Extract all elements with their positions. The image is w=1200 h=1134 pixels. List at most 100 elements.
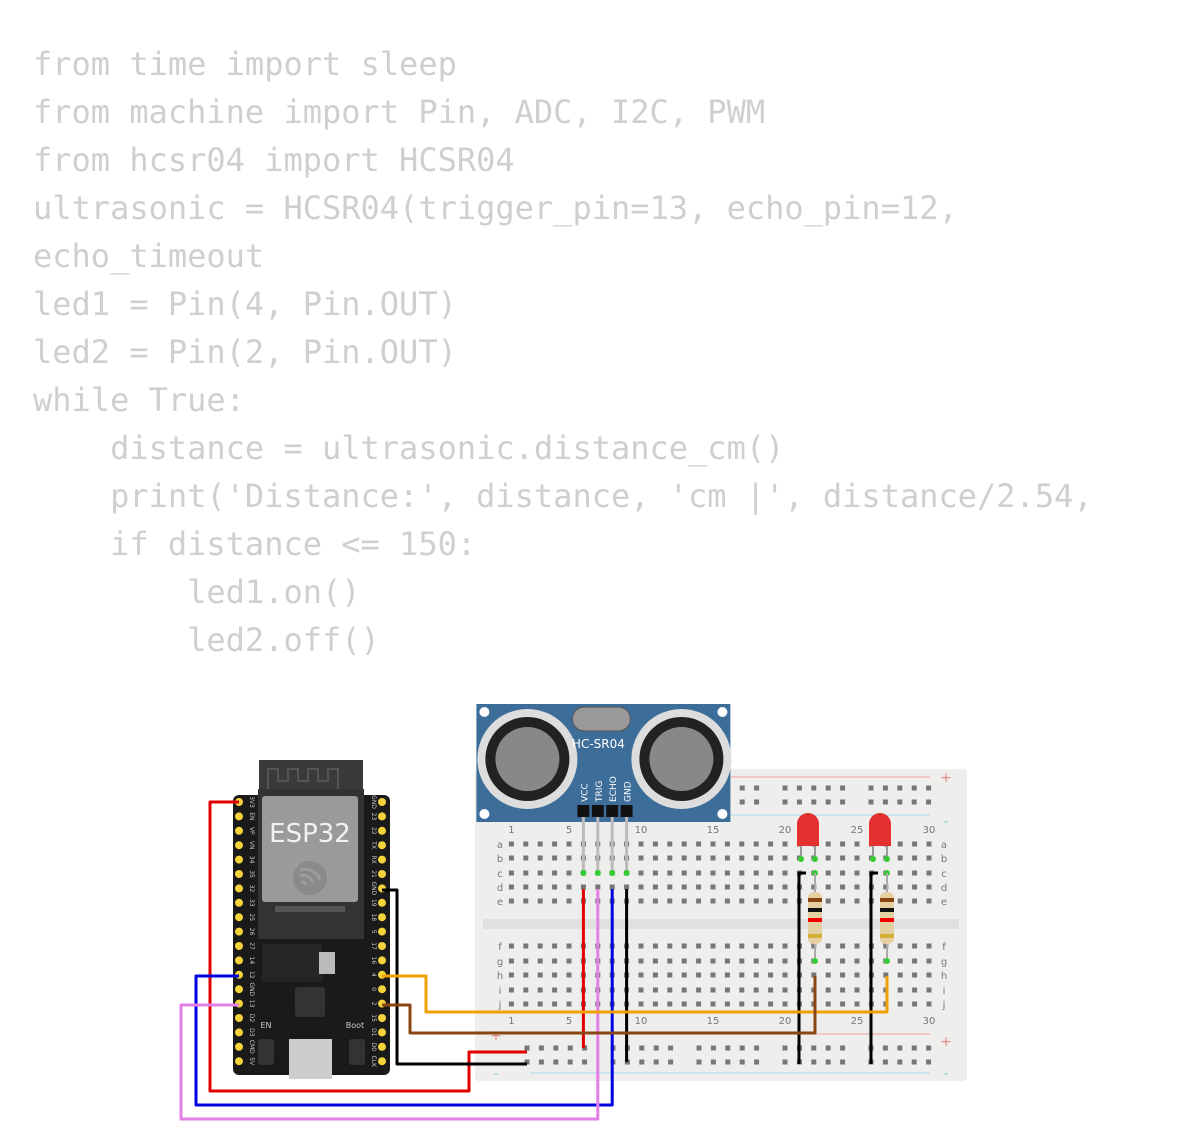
esp32-pin[interactable]: [235, 884, 243, 893]
pin-label: 25: [248, 913, 255, 921]
row-label: i: [943, 986, 946, 997]
column-number: 1: [508, 825, 514, 836]
esp32-pin[interactable]: [235, 942, 243, 950]
code-line: from time import sleep: [33, 45, 457, 83]
row-label: i: [499, 986, 502, 997]
pin-label: 4: [370, 973, 377, 977]
pin-label: 21: [370, 870, 377, 878]
esp32-pin[interactable]: [378, 898, 386, 907]
pin-label: 35: [248, 870, 255, 878]
led-red[interactable]: [869, 813, 891, 846]
row-label: e: [497, 897, 503, 908]
boot-label: Boot: [346, 1021, 364, 1030]
esp32-pin[interactable]: [378, 942, 386, 950]
pin-label: EN: [248, 812, 255, 820]
minus-label: -: [943, 1066, 948, 1082]
sensor-pin-label: ECHO: [609, 776, 619, 802]
esp32-pin[interactable]: [378, 841, 386, 850]
sensor-pin-header: [577, 805, 590, 817]
esp32-pin[interactable]: [235, 927, 243, 936]
code-line: while True:: [33, 381, 245, 419]
pin-label: CMD: [248, 1040, 255, 1054]
row-label: j: [942, 1000, 946, 1011]
esp32-pin[interactable]: [378, 913, 386, 922]
esp32-pin[interactable]: [378, 1042, 386, 1051]
pin-label: 0: [370, 987, 377, 991]
row-label: f: [942, 942, 946, 953]
esp32-pin[interactable]: [235, 898, 243, 907]
mount-hole: [717, 809, 728, 819]
espressif-logo-icon: [293, 861, 327, 895]
esp32-pin[interactable]: [235, 1042, 243, 1051]
boot-button[interactable]: [349, 1039, 365, 1065]
pin-label: D2: [248, 1014, 255, 1023]
column-number: 25: [851, 1016, 864, 1027]
pin-label: 17: [370, 942, 377, 950]
pin-label: GND: [370, 882, 377, 896]
pin-label: 15: [370, 1014, 377, 1022]
esp32-pin[interactable]: [235, 1014, 243, 1022]
code-line: led1.on(): [33, 573, 361, 611]
sensor-title: HC-SR04: [572, 737, 625, 751]
esp32-pin[interactable]: [235, 1028, 243, 1037]
transducer-right: [631, 709, 732, 809]
sensor-pin-label: VCC: [580, 783, 590, 802]
pin-label: 5V: [248, 1057, 255, 1066]
esp32-pin[interactable]: [378, 1014, 386, 1022]
esp32-pin[interactable]: [235, 956, 243, 965]
esp32-pin[interactable]: [378, 798, 386, 806]
code-line: led2 = Pin(2, Pin.OUT): [33, 333, 457, 371]
esp32-pin[interactable]: [378, 870, 386, 878]
pin-label: 14: [248, 957, 255, 965]
column-number: 25: [851, 825, 864, 836]
pin-label: 33: [248, 899, 255, 907]
mount-hole: [479, 707, 490, 717]
sensor-pin-label: GND: [624, 781, 634, 802]
esp32-pin[interactable]: [235, 841, 243, 850]
esp32-pin[interactable]: [378, 826, 386, 835]
esp32-pin[interactable]: [235, 826, 243, 835]
row-label: h: [941, 971, 947, 982]
pin-label: GND: [248, 982, 255, 996]
esp32-board[interactable]: ESP32 EN Boot 3V3ENVPVN34353233252627141…: [233, 760, 390, 1079]
esp32-pin[interactable]: [378, 927, 386, 936]
en-button[interactable]: [258, 1039, 274, 1065]
esp32-pin[interactable]: [378, 985, 386, 994]
column-number: 20: [779, 1016, 792, 1027]
sensor-pin-header: [620, 805, 633, 817]
esp32-pin[interactable]: [235, 913, 243, 922]
led-red[interactable]: [797, 813, 819, 846]
esp32-pin[interactable]: [235, 1057, 243, 1066]
code-line: distance = ultrasonic.distance_cm(): [33, 429, 785, 467]
pin-label: GND: [370, 795, 377, 809]
code-line: led1 = Pin(4, Pin.OUT): [33, 285, 457, 323]
column-number: 1: [508, 1016, 514, 1027]
code-line: if distance <= 150:: [33, 525, 477, 563]
esp32-pin[interactable]: [235, 985, 243, 994]
column-number: 15: [707, 1016, 720, 1027]
connection-dot: [884, 958, 890, 964]
usb-port[interactable]: [289, 1039, 332, 1079]
transducer-left: [477, 709, 578, 809]
pin-label: 12: [248, 971, 255, 979]
esp32-pin[interactable]: [378, 855, 386, 864]
row-label: f: [498, 942, 502, 953]
esp32-pin[interactable]: [378, 1028, 386, 1037]
esp32-pin[interactable]: [378, 812, 386, 821]
row-label: d: [497, 883, 503, 894]
esp32-pin[interactable]: [235, 870, 243, 878]
connection-dot: [798, 856, 804, 862]
mount-hole: [479, 809, 490, 819]
pin-label: 5: [370, 930, 377, 934]
esp32-pin[interactable]: [378, 1057, 386, 1066]
sensor-pin-label: TRIG: [595, 781, 605, 803]
minus-label: -: [493, 1066, 498, 1082]
esp32-title: ESP32: [269, 819, 351, 849]
esp32-pin[interactable]: [235, 855, 243, 864]
row-label: a: [941, 840, 947, 851]
esp32-pin[interactable]: [378, 956, 386, 965]
esp32-pin[interactable]: [235, 812, 243, 821]
pin-label: 13: [248, 1000, 255, 1008]
pin-label: 16: [370, 957, 377, 965]
